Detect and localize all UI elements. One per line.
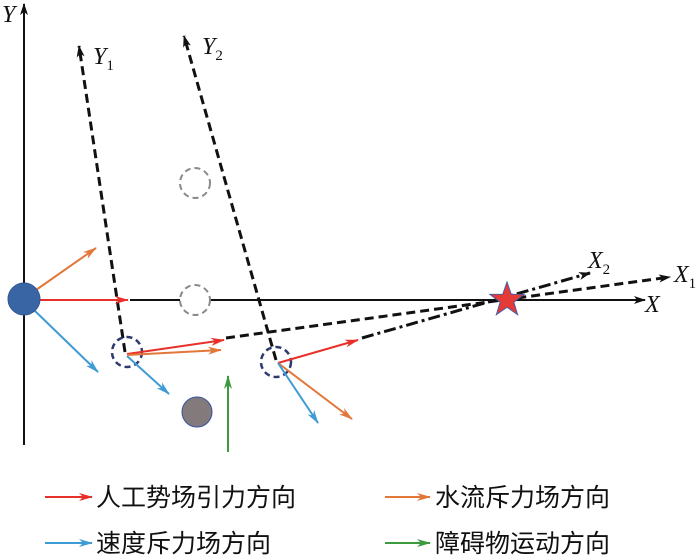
y2-axis [182, 35, 278, 361]
p2-velocity-arrow [277, 362, 319, 424]
x2-label: X2 [587, 248, 610, 278]
legend-item-velocity-repulsion: 速度斥力场方向 [45, 529, 271, 556]
ghost-position-upper [179, 167, 211, 199]
target-star-icon [488, 280, 526, 316]
y2-label: Y2 [202, 34, 223, 64]
vessel-origin [7, 282, 41, 316]
p1-velocity-arrow [126, 355, 170, 395]
legend-label: 人工势场引力方向 [96, 483, 296, 512]
p2-water-arrow [277, 362, 353, 420]
obstacle [181, 396, 213, 428]
p1-water-arrow [126, 346, 222, 356]
x1-axis [225, 274, 671, 340]
x-axis-label: X [644, 292, 661, 318]
vessel-position-2 [259, 345, 293, 379]
origin-velocity-arrow [33, 309, 99, 373]
legend-label: 水流斥力场方向 [435, 483, 610, 512]
origin-water-arrow [35, 247, 97, 291]
y1-label: Y1 [93, 44, 114, 74]
legend-label: 障碍物运动方向 [435, 529, 610, 556]
legend-item-water-repulsion: 水流斥力场方向 [385, 483, 610, 512]
legend-label: 速度斥力场方向 [96, 529, 271, 556]
x1-label: X1 [673, 262, 696, 292]
legend: 人工势场引力方向 水流斥力场方向 速度斥力场方向 障碍物运动方向 [45, 483, 610, 556]
ghost-position-axis [179, 284, 211, 316]
p1-attraction-arrow [126, 337, 225, 355]
legend-item-obstacle-motion: 障碍物运动方向 [385, 529, 610, 556]
legend-item-attraction: 人工势场引力方向 [45, 483, 296, 512]
p2-attraction-arrow [277, 339, 359, 364]
x2-axis [361, 271, 591, 340]
y1-axis [76, 45, 127, 353]
y-axis-label: Y [2, 2, 18, 28]
